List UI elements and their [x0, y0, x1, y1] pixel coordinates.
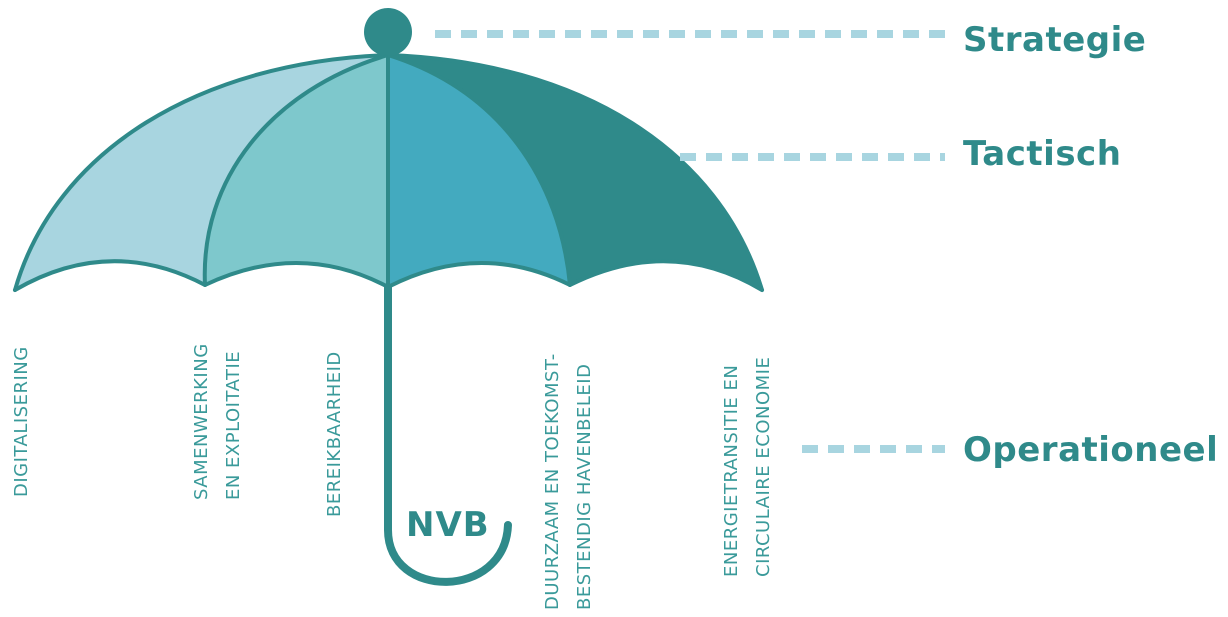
umbrella-handle	[384, 283, 512, 586]
theme-energietransitie: ENERGIETRANSITIE EN CIRCULAIRE ECONOMIE	[716, 357, 780, 577]
theme-bereikbaarheid: BEREIKBAARHEID	[319, 351, 351, 517]
level-connectors	[435, 30, 945, 453]
theme-line: CIRCULAIRE ECONOMIE	[753, 356, 774, 577]
canopy-panel-samenwerking	[204, 55, 388, 287]
theme-line: BESTENDIG HAVENBELEID	[574, 363, 595, 610]
theme-line: DUURZAAM EN TOEKOMST-	[542, 353, 563, 610]
umbrella-knob	[364, 8, 412, 56]
level-strategie: Strategie	[963, 20, 1147, 60]
canopy-panel-duurzaam	[388, 55, 762, 290]
theme-line: ENERGIETRANSITIE EN	[721, 364, 742, 577]
theme-line: BEREIKBAARHEID	[324, 351, 345, 517]
canopy-panel-digitalisering	[15, 55, 388, 290]
theme-line: SAMENWERKING	[191, 343, 212, 500]
level-tactisch: Tactisch	[963, 134, 1122, 174]
level-operationeel: Operationeel	[963, 430, 1219, 470]
theme-samenwerking: SAMENWERKING EN EXPLOITATIE	[186, 343, 250, 500]
theme-digitalisering: DIGITALISERING	[6, 346, 38, 497]
theme-duurzaam: DUURZAAM EN TOEKOMST- BESTENDIG HAVENBEL…	[537, 353, 601, 610]
canopy-panel-bereikbaarheid	[388, 55, 570, 287]
brand-label: NVB	[406, 505, 490, 545]
theme-line: DIGITALISERING	[11, 346, 32, 497]
theme-line: EN EXPLOITATIE	[223, 350, 244, 500]
